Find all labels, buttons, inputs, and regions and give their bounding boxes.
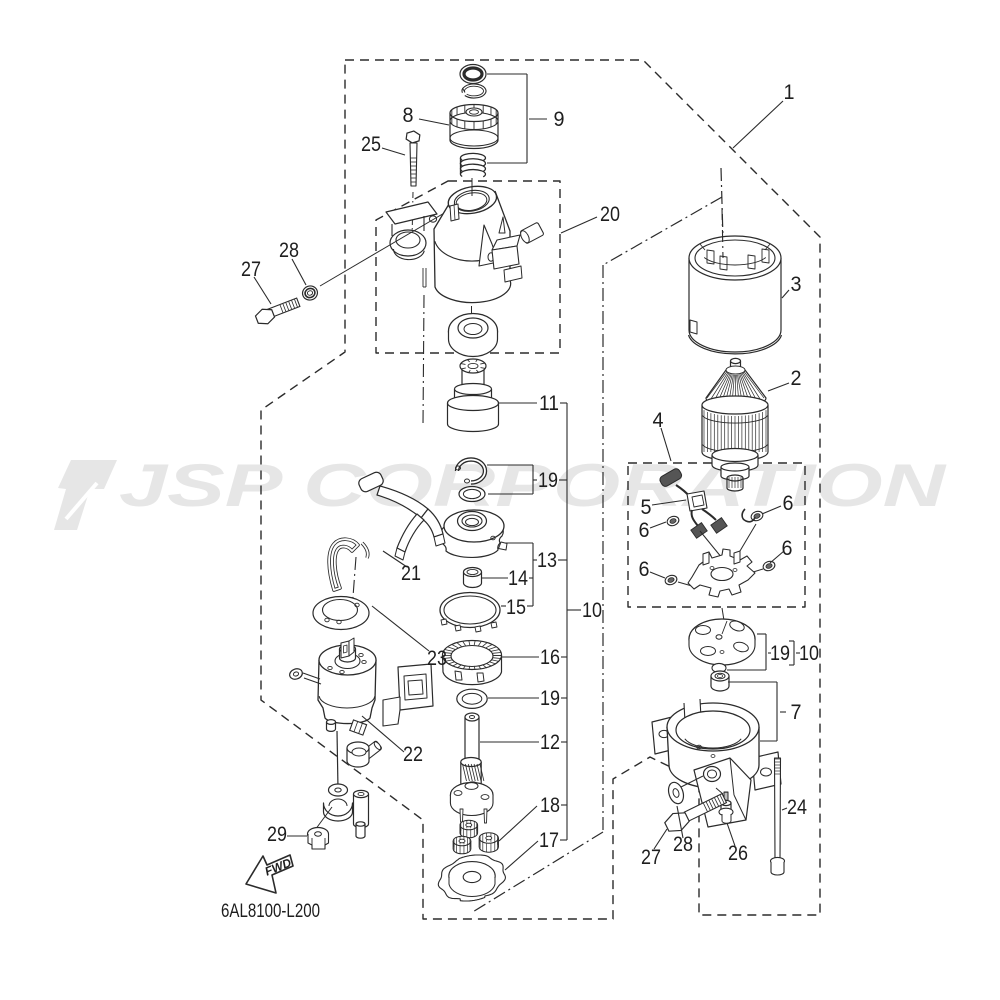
svg-text:26: 26: [728, 842, 748, 865]
svg-text:20: 20: [600, 203, 620, 226]
svg-text:17: 17: [539, 829, 559, 852]
svg-text:24: 24: [787, 796, 807, 819]
svg-text:6: 6: [783, 492, 794, 515]
svg-text:19: 19: [540, 687, 560, 710]
svg-text:9: 9: [554, 108, 565, 131]
svg-text:6: 6: [782, 537, 793, 560]
svg-text:28: 28: [279, 239, 299, 262]
svg-text:29: 29: [267, 823, 287, 846]
svg-text:8: 8: [403, 104, 414, 127]
svg-text:15: 15: [506, 596, 526, 619]
svg-text:23: 23: [427, 647, 447, 670]
svg-text:16: 16: [540, 646, 560, 669]
svg-text:22: 22: [403, 743, 423, 766]
svg-text:6AL8100-L200: 6AL8100-L200: [221, 900, 320, 922]
svg-text:27: 27: [641, 846, 661, 869]
svg-text:14: 14: [508, 567, 528, 590]
svg-text:19: 19: [770, 642, 790, 665]
svg-text:10: 10: [799, 642, 819, 665]
svg-text:7: 7: [791, 701, 802, 724]
svg-text:1: 1: [784, 81, 795, 104]
svg-text:28: 28: [673, 833, 693, 856]
svg-text:18: 18: [540, 794, 560, 817]
svg-text:3: 3: [791, 273, 802, 296]
svg-text:6: 6: [639, 519, 650, 542]
svg-text:10: 10: [582, 599, 602, 622]
svg-text:25: 25: [361, 133, 381, 156]
svg-text:11: 11: [539, 392, 559, 415]
svg-text:13: 13: [537, 549, 557, 572]
svg-text:19: 19: [538, 469, 558, 492]
svg-text:27: 27: [241, 258, 261, 281]
svg-text:2: 2: [791, 367, 802, 390]
svg-text:6: 6: [639, 558, 650, 581]
svg-text:4: 4: [653, 409, 664, 432]
svg-text:5: 5: [641, 496, 652, 519]
svg-text:12: 12: [540, 731, 560, 754]
svg-text:21: 21: [401, 562, 421, 585]
